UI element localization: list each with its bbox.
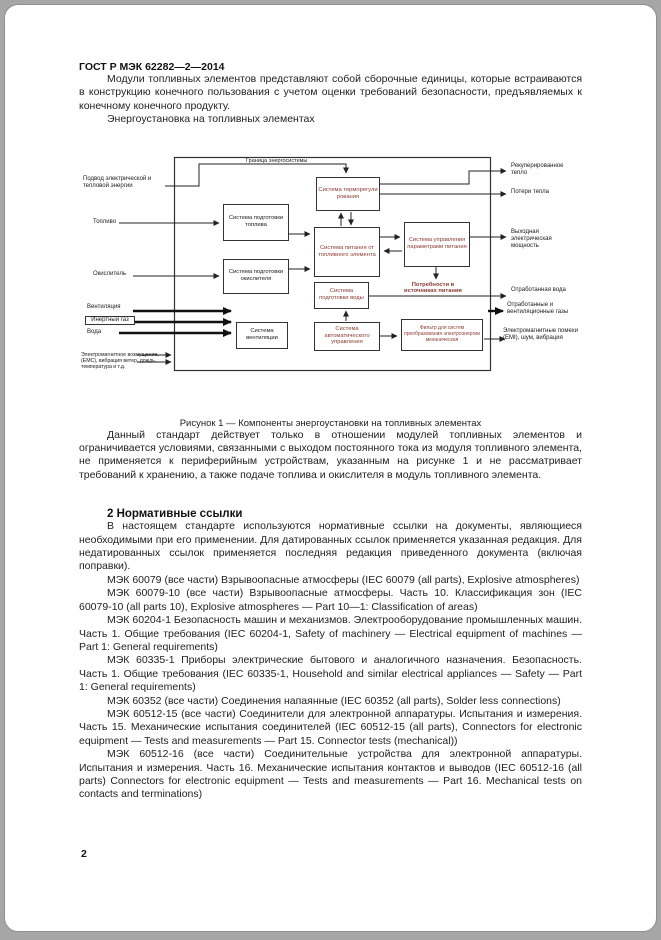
filter-box: Фильтр для систем преобразования электро… xyxy=(401,318,483,351)
section-title: 2 Нормативные ссылки xyxy=(107,508,243,521)
output-label-recuperated-heat: Рекуперированное тепло xyxy=(511,162,564,176)
auto-control-box: Система автоматического управления xyxy=(314,321,380,351)
boundary-label: Граница энергосистемы xyxy=(246,157,308,164)
ventilation-box: Система вентиляции xyxy=(236,321,288,349)
figure-arrows xyxy=(119,156,507,371)
figure-1: Граница энергосистемы Система подготовки… xyxy=(79,149,584,404)
output-label-electric-power: Выходная электрическая мощность xyxy=(511,228,552,249)
output-label-emi: Электромагнитные помехи (EMI), шум, вибр… xyxy=(503,327,579,341)
input-label-oxidizer: Окислитель xyxy=(93,270,126,277)
input-label-emc: Электромагнитное возмущение, (ЕМС), вибр… xyxy=(81,351,159,371)
document-page: ГОСТ Р МЭК 62282—2—2014 Модули топливных… xyxy=(4,4,657,932)
doc-header: ГОСТ Р МЭК 62282—2—2014 xyxy=(79,61,225,73)
input-label-inert-gas: Инертный газ xyxy=(85,315,135,325)
thermo-regulation-box: Система терморегули рования xyxy=(316,176,380,211)
input-label-water: Вода xyxy=(87,328,102,335)
figure-caption: Рисунок 1 — Компоненты энергоустановки н… xyxy=(179,417,482,429)
system-boundary-rect xyxy=(173,156,492,371)
scope-paragraph: Данный стандарт действует только в отнош… xyxy=(79,428,582,481)
output-label-waste-water: Отработанная вода xyxy=(511,286,566,293)
ref-iec-60512-16: МЭК 60512-16 (все части) Соединительные … xyxy=(79,748,582,801)
power-needs-label: Потребности в источниках питания xyxy=(401,281,465,295)
ref-iec-60079: МЭК 60079 (все части) Взрывоопасные атмо… xyxy=(107,573,580,586)
normative-intro-paragraph: В настоящем стандарте используются норма… xyxy=(79,520,582,573)
power-control-box: Система управления параметрами питания xyxy=(404,221,470,267)
oxidizer-prep-box: Система подготовки окислителя xyxy=(223,258,289,294)
ref-iec-60512-15: МЭК 60512-15 (все части) Соединители для… xyxy=(79,707,582,747)
input-label-electric-heat: Подвод электрической и тепловой энергии xyxy=(83,175,152,189)
page-number: 2 xyxy=(81,848,87,860)
output-label-exhaust-gases: Отработанные и вентиляционные газы xyxy=(507,301,569,315)
fuel-prep-box: Система подготовки топлива xyxy=(223,203,289,241)
input-label-fuel: Топливо xyxy=(93,218,117,225)
ref-iec-60335-1: МЭК 60335-1 Приборы электрические бытово… xyxy=(79,654,582,694)
fuel-cell-power-box: Система питания от топливного элемента xyxy=(314,226,380,277)
intro-paragraph: Модули топливных элементов представляют … xyxy=(79,73,582,112)
ref-iec-60204-1: МЭК 60204-1 Безопасность машин и механиз… xyxy=(79,614,582,653)
ref-iec-60079-10: МЭК 60079-10 (все части) Взрывоопасные а… xyxy=(79,587,582,613)
output-label-heat-loss: Потери тепла xyxy=(511,188,549,195)
input-label-ventilation: Вентиляция xyxy=(87,303,121,310)
intro-line: Энергоустановка на топливных элементах xyxy=(107,113,315,126)
water-prep-box: Система подготовки воды xyxy=(314,281,369,309)
ref-iec-60352: МЭК 60352 (все части) Соединения напаянн… xyxy=(107,694,561,707)
